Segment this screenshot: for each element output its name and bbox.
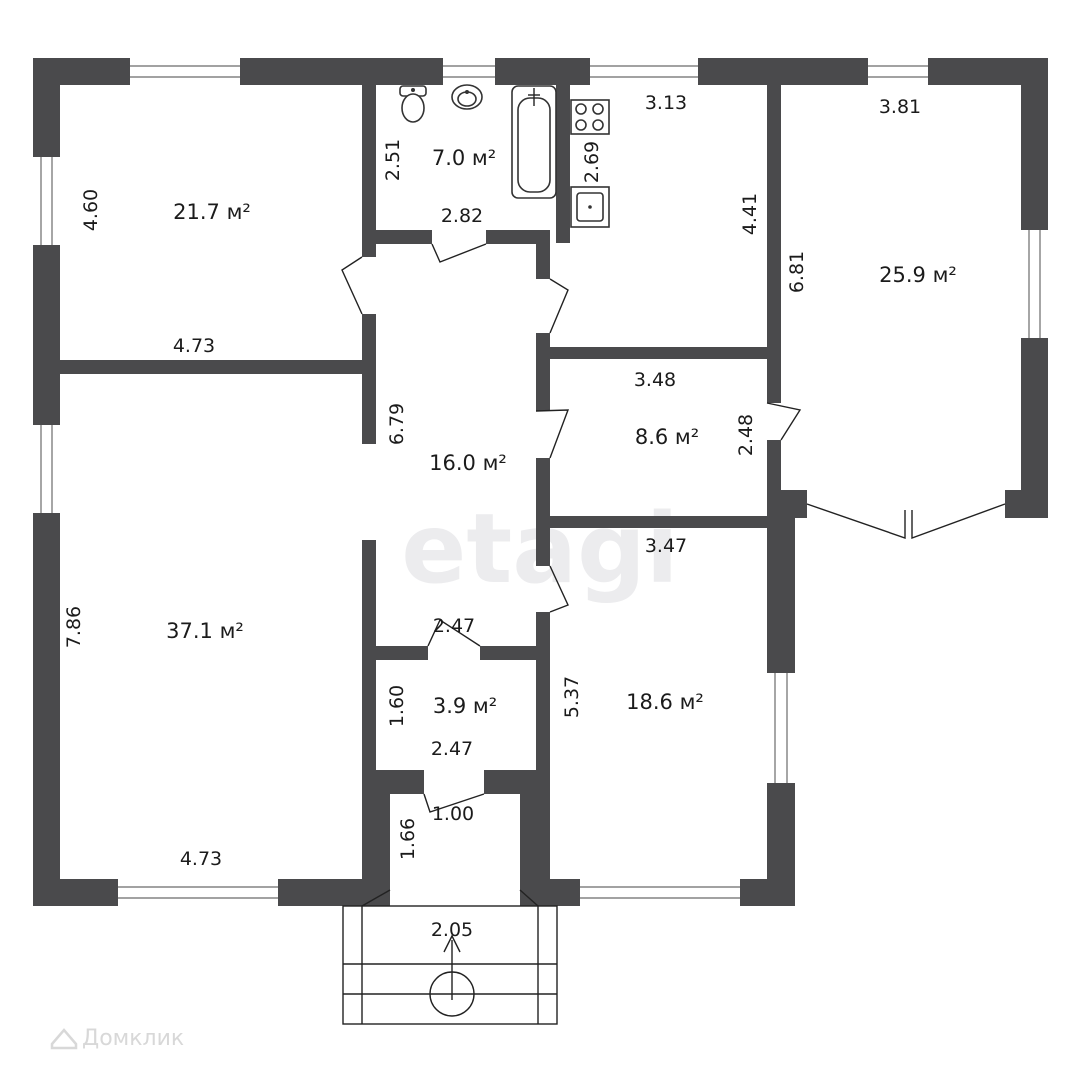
dimension-label: 2.69: [581, 141, 603, 183]
dimension-label: 1.00: [432, 803, 474, 825]
dimension-label: 1.60: [386, 685, 408, 727]
area-label: 21.7 м²: [173, 200, 251, 224]
bathtub-icon: [511, 85, 557, 199]
porch: [342, 889, 558, 1025]
dimension-label: 2.05: [431, 919, 473, 941]
dimension-labels: 4.60 4.73 2.51 2.82 3.13 2.69 4.41 3.81 …: [63, 92, 921, 941]
house-icon: [50, 1028, 78, 1050]
dimension-label: 3.13: [645, 92, 687, 114]
area-label: 16.0 м²: [429, 451, 507, 475]
brand-text: Домклик: [82, 1026, 184, 1051]
toilet-icon: [399, 85, 427, 123]
dimension-label: 2.82: [441, 205, 483, 227]
brand-logo: Домклик: [50, 1026, 184, 1051]
dimension-label: 2.47: [431, 738, 473, 760]
dimension-label: 5.37: [561, 676, 583, 718]
area-label: 37.1 м²: [166, 619, 244, 643]
dimension-label: 1.66: [397, 818, 419, 860]
area-label: 8.6 м²: [635, 425, 699, 449]
dimension-label: 3.81: [879, 96, 921, 118]
kitchen-fixtures: [570, 99, 610, 228]
windows: [33, 58, 1048, 906]
dimension-label: 4.73: [180, 848, 222, 870]
dimension-label: 7.86: [63, 606, 85, 648]
dimension-label: 6.79: [386, 403, 408, 445]
dimension-label: 6.81: [786, 251, 808, 293]
area-label: 18.6 м²: [626, 690, 704, 714]
dimension-label: 2.48: [735, 414, 757, 456]
doors: [341, 243, 1006, 813]
dimension-label: 3.47: [645, 535, 687, 557]
area-label: 25.9 м²: [879, 263, 957, 287]
bathroom-fixtures: [399, 84, 557, 199]
sink-icon: [451, 84, 483, 110]
interior-walls: [60, 85, 781, 906]
dimension-label: 4.73: [173, 335, 215, 357]
dimension-label: 2.51: [382, 139, 404, 181]
kitchen-sink-icon: [570, 186, 610, 228]
stove-icon: [570, 99, 610, 135]
dimension-label: 4.60: [80, 189, 102, 231]
dimension-label: 4.41: [739, 193, 761, 235]
area-label: 3.9 м²: [433, 694, 497, 718]
room-area-labels: 21.7 м² 7.0 м² 25.9 м² 8.6 м² 16.0 м² 37…: [166, 146, 957, 718]
area-label: 7.0 м²: [432, 146, 496, 170]
dimension-label: 3.48: [634, 369, 676, 391]
dimension-label: 2.47: [433, 615, 475, 637]
